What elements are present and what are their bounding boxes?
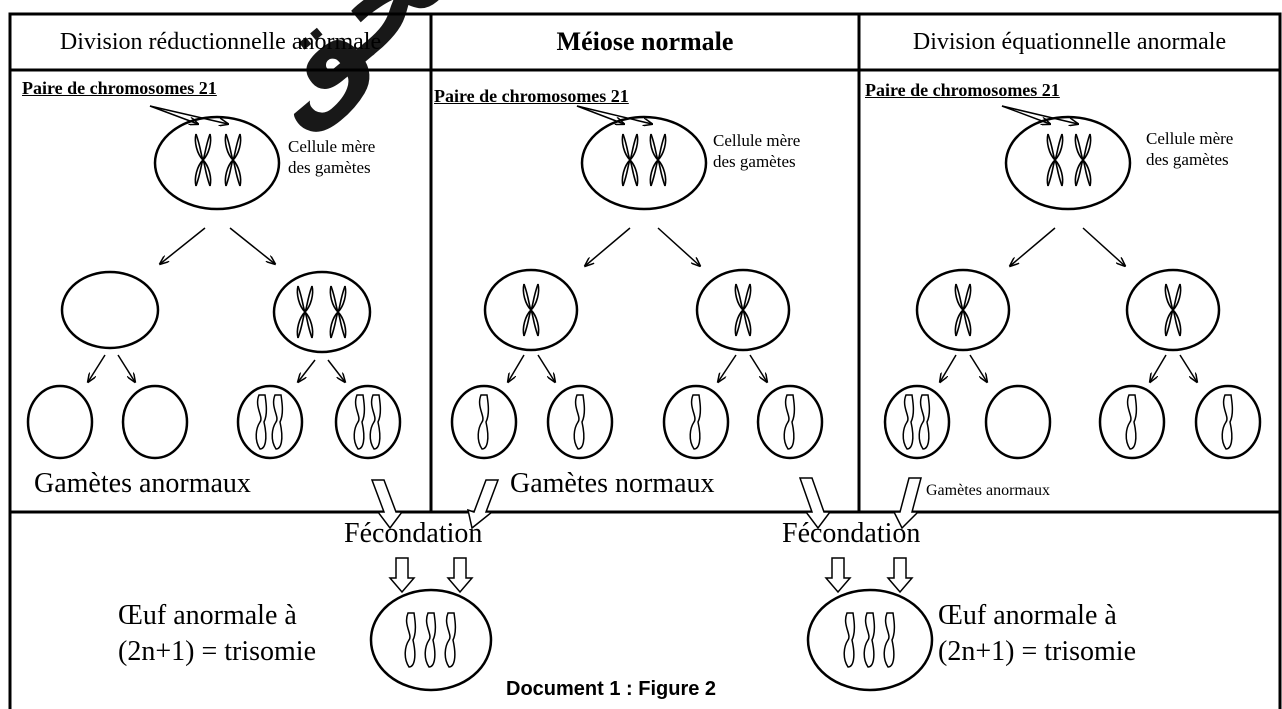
egg-label-left: Œuf anormale à(2n+1) = trisomie bbox=[118, 600, 316, 667]
frame bbox=[8, 12, 1282, 709]
fecondation-label-right: Fécondation bbox=[782, 518, 921, 549]
left-panel bbox=[26, 105, 402, 460]
fertilization bbox=[369, 477, 934, 692]
right-panel bbox=[883, 105, 1262, 460]
left-panel-title: Division réductionnelle anormale bbox=[59, 28, 382, 55]
center-panel bbox=[450, 105, 824, 460]
figure-caption: Document 1 : Figure 2 bbox=[506, 678, 717, 700]
pair-label-left: Paire de chromosomes 21 bbox=[22, 78, 217, 98]
egg-label-right: Œuf anormale à(2n+1) = trisomie bbox=[938, 600, 1136, 667]
gametes-label-right: Gamètes anormaux bbox=[926, 482, 1050, 499]
gametes-label-left: Gamètes anormaux bbox=[34, 468, 251, 499]
fecondation-label-left: Fécondation bbox=[344, 518, 483, 549]
center-panel-title: Méiose normale bbox=[556, 27, 734, 56]
pair-label-right: Paire de chromosomes 21 bbox=[865, 80, 1060, 100]
pair-label-center: Paire de chromosomes 21 bbox=[434, 86, 629, 106]
right-panel-title: Division équationnelle anormale bbox=[912, 28, 1227, 55]
gametes-label-center: Gamètes normaux bbox=[510, 468, 715, 499]
